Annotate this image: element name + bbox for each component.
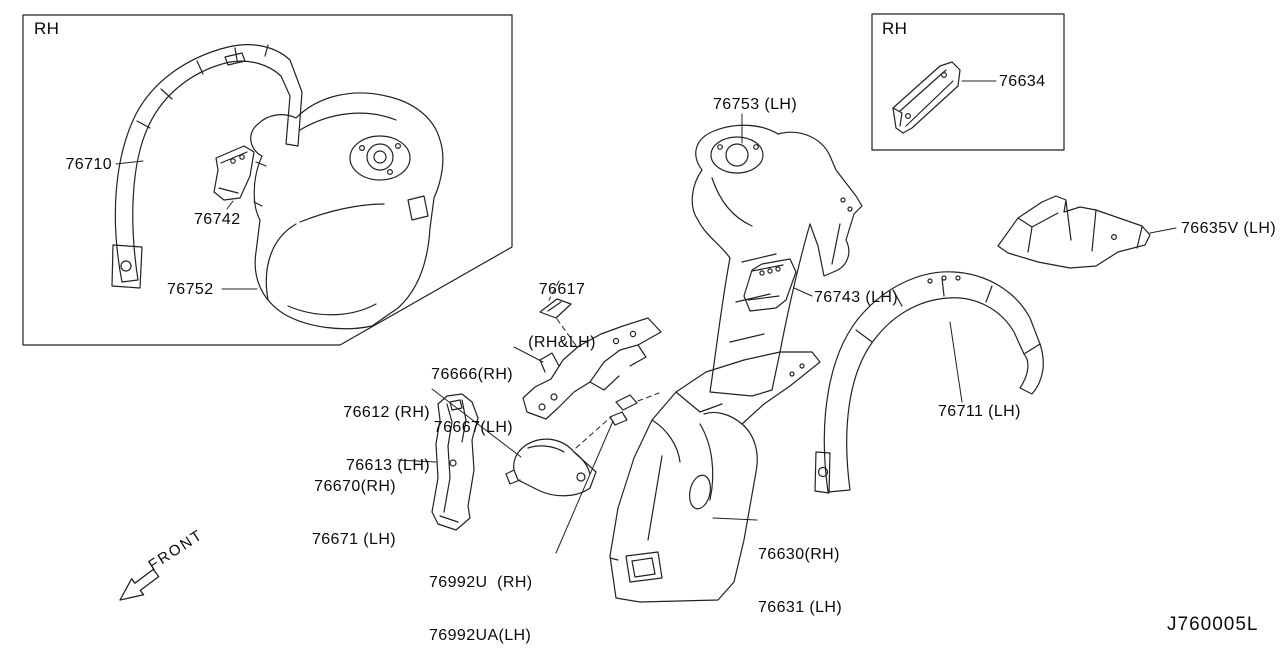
part-label-76634: 76634 [999,73,1046,90]
part-76630-drawing [609,351,821,603]
part-number-line: 76670(RH) [314,478,396,496]
part-76666-drawing [522,317,662,420]
part-number-line: 76631 (LH) [758,598,843,616]
part-number-line: 76666(RH) [431,366,513,384]
part-number-line: 76992UA(LH) [429,626,532,644]
part-76612-drawing [505,438,597,497]
part-label-76635: 76635V (LH) [1181,220,1277,237]
part-label-76666-76667: 76666(RH) 76667(LH) [413,331,513,454]
inset-frame-right [871,13,1065,151]
inset-frame-left [22,14,513,346]
part-76635-drawing [997,195,1151,269]
rh-marker-left: RH [34,19,60,38]
dashed-leader-lines [548,280,660,449]
part-label-76752: 76752 [167,281,214,298]
part-76634-drawing [892,61,961,134]
front-arrow-icon [119,568,160,601]
part-76743-drawing [743,258,797,312]
part-number-line: 76667(LH) [433,418,513,436]
diagram-line-art [22,13,1177,603]
leader-lines [115,80,1177,554]
part-number-line: 76630(RH) [758,546,840,564]
part-label-76743: 76743 (LH) [814,289,899,306]
part-label-76617: 76617 (RH&LH) [520,246,604,369]
diagram-code: J760005L [1167,614,1259,635]
part-76992-drawing [609,394,638,426]
part-number-line: 76671 (LH) [311,530,396,548]
part-76670-drawing [431,393,479,531]
parts-diagram-canvas: RH RH 76710 76742 76752 76753 (LH) 76634… [22,13,1277,644]
part-label-76670-76671: 76670(RH) 76671 (LH) [294,443,396,566]
part-label-76992: 76992U (RH) 76992UA(LH) [429,539,533,662]
part-label-76711: 76711 (LH) [938,403,1021,420]
part-number-line: (RH&LH) [528,333,596,351]
part-number-line: 76992U (RH) [429,574,533,592]
part-76742-drawing [213,145,255,201]
part-76710-drawing [111,44,303,289]
part-number-line: 76613 (LH) [345,456,430,474]
part-label-76630-76631: 76630(RH) 76631 (LH) [758,511,842,634]
part-label-76742: 76742 [194,211,241,228]
part-76617-drawing [539,298,572,319]
part-76711-drawing [814,271,1044,494]
part-label-76753: 76753 (LH) [713,96,798,113]
part-76752-drawing [250,92,444,330]
part-label-76710: 76710 [65,156,112,173]
part-number-line: 76612 (RH) [343,404,430,422]
part-number-line: 76617 [538,281,586,299]
part-label-76612-76613: 76612 (RH) 76613 (LH) [328,369,430,492]
part-76753-drawing [691,124,863,397]
rh-marker-right: RH [882,19,908,38]
